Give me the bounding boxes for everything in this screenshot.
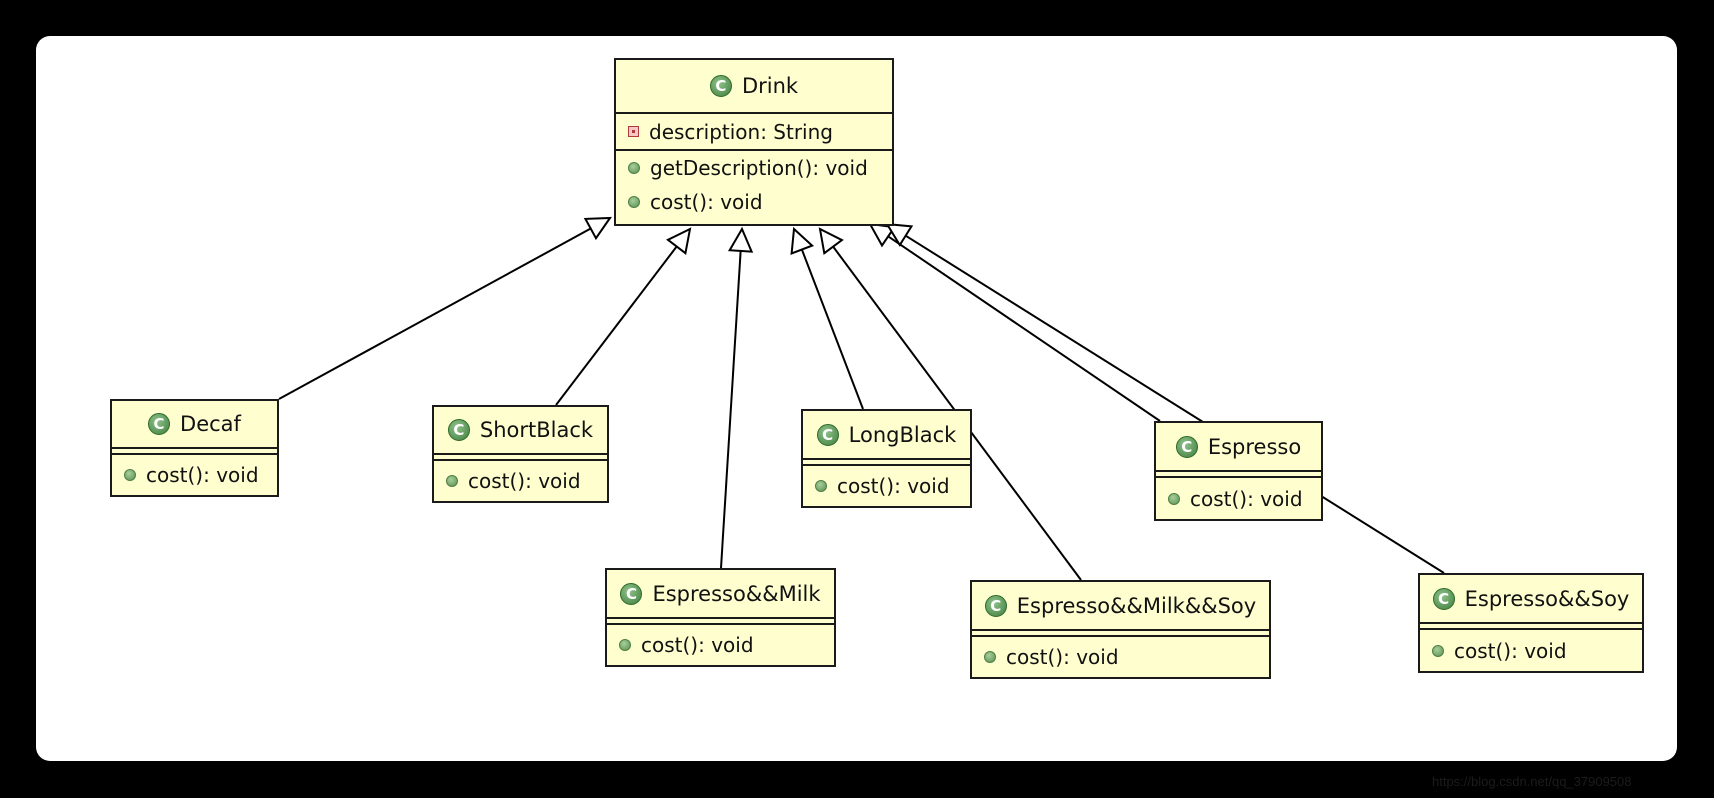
- divider: [607, 617, 834, 625]
- class-icon: C: [1175, 435, 1198, 458]
- class-icon: C: [1432, 587, 1455, 610]
- class-name: Espresso&&Milk&&Soy: [1016, 593, 1257, 618]
- class-decaf[interactable]: C Decaf cost(): void: [110, 399, 279, 497]
- class-name: Decaf: [180, 412, 241, 436]
- edge-espresso-soy: [885, 222, 1445, 574]
- method-row: cost(): void: [1156, 478, 1321, 519]
- class-drink[interactable]: C Drink description: String getDescripti…: [614, 58, 894, 226]
- method-row: cost(): void: [1420, 630, 1642, 671]
- divider: [972, 629, 1269, 637]
- edge-espresso: [868, 222, 1161, 422]
- class-header: C Espresso&&Milk&&Soy: [972, 582, 1269, 629]
- public-method-icon: [446, 475, 458, 487]
- public-method-icon: [124, 469, 136, 481]
- divider: [434, 453, 607, 461]
- method-label: getDescription(): void: [650, 156, 868, 180]
- method-label: cost(): void: [1006, 645, 1119, 669]
- method-label: cost(): void: [641, 633, 754, 657]
- class-name: Espresso: [1207, 434, 1302, 459]
- public-method-icon: [815, 480, 827, 492]
- generalization-arrowhead: [885, 222, 914, 247]
- edge-espresso-milk: [720, 226, 754, 569]
- field-row: description: String: [616, 114, 892, 149]
- divider: [1420, 622, 1642, 630]
- class-icon: C: [816, 423, 839, 446]
- edge-shortblack: [555, 227, 692, 406]
- class-shortblack[interactable]: C ShortBlack cost(): void: [432, 405, 609, 503]
- method-row: cost(): void: [616, 185, 892, 219]
- class-header: C Espresso&&Soy: [1420, 575, 1642, 622]
- generalization-arrowhead: [666, 227, 692, 255]
- method-row: cost(): void: [112, 455, 277, 495]
- class-icon: C: [984, 594, 1007, 617]
- divider: [616, 149, 892, 151]
- class-name: Espresso&&Milk: [652, 581, 821, 606]
- class-name: LongBlack: [848, 422, 957, 447]
- class-longblack[interactable]: C LongBlack cost(): void: [801, 409, 972, 508]
- class-name: Drink: [741, 74, 799, 98]
- class-header: C Espresso&&Milk: [607, 570, 834, 617]
- public-method-icon: [619, 639, 631, 651]
- edge-line: [887, 235, 1161, 422]
- method-label: cost(): void: [837, 474, 950, 498]
- divider: [616, 112, 892, 114]
- class-name: ShortBlack: [479, 418, 594, 442]
- edge-line: [905, 234, 1445, 574]
- class-header: C Espresso: [1156, 423, 1321, 470]
- generalization-arrowhead: [583, 216, 612, 241]
- method-label: cost(): void: [146, 463, 259, 487]
- class-icon: C: [148, 413, 171, 435]
- edge-line: [555, 245, 678, 406]
- class-header: C LongBlack: [803, 411, 970, 458]
- generalization-arrowhead: [790, 226, 815, 255]
- class-icon: C: [620, 582, 643, 605]
- class-header: C Decaf: [112, 401, 277, 447]
- field-label: description: String: [649, 119, 833, 144]
- class-espresso-milk-soy[interactable]: C Espresso&&Milk&&Soy cost(): void: [970, 580, 1271, 679]
- public-method-icon: [628, 162, 640, 174]
- method-row: cost(): void: [803, 466, 970, 506]
- edge-line: [800, 249, 864, 410]
- public-method-icon: [1432, 644, 1444, 657]
- generalization-arrowhead: [727, 226, 754, 253]
- public-method-icon: [984, 651, 996, 663]
- edge-line: [720, 250, 742, 569]
- class-espresso-soy[interactable]: C Espresso&&Soy cost(): void: [1418, 573, 1644, 673]
- generalization-arrowhead: [818, 227, 844, 255]
- watermark: https://blog.csdn.net/qq_37909508: [1432, 774, 1632, 789]
- private-field-icon: [628, 126, 639, 137]
- method-row: cost(): void: [607, 625, 834, 665]
- class-header: C Drink: [616, 60, 892, 112]
- class-espresso[interactable]: C Espresso cost(): void: [1154, 421, 1323, 521]
- public-method-icon: [1168, 492, 1180, 505]
- method-row: cost(): void: [434, 461, 607, 501]
- class-espresso-milk[interactable]: C Espresso&&Milk cost(): void: [605, 568, 836, 667]
- class-icon: C: [447, 419, 470, 441]
- edge-decaf: [278, 216, 612, 400]
- method-label: cost(): void: [468, 469, 581, 493]
- method-label: cost(): void: [1190, 486, 1303, 511]
- edge-line: [278, 227, 592, 400]
- edge-longblack: [790, 226, 864, 410]
- divider: [1156, 470, 1321, 478]
- class-header: C ShortBlack: [434, 407, 607, 453]
- divider: [112, 447, 277, 455]
- edge-espresso-milk-soy: [818, 227, 1082, 581]
- class-icon: C: [709, 75, 732, 97]
- method-row: getDescription(): void: [616, 151, 892, 185]
- method-label: cost(): void: [1454, 638, 1567, 663]
- class-name: Espresso&&Soy: [1464, 586, 1630, 611]
- method-label: cost(): void: [650, 190, 763, 214]
- public-method-icon: [628, 196, 640, 208]
- method-row: cost(): void: [972, 637, 1269, 677]
- divider: [803, 458, 970, 466]
